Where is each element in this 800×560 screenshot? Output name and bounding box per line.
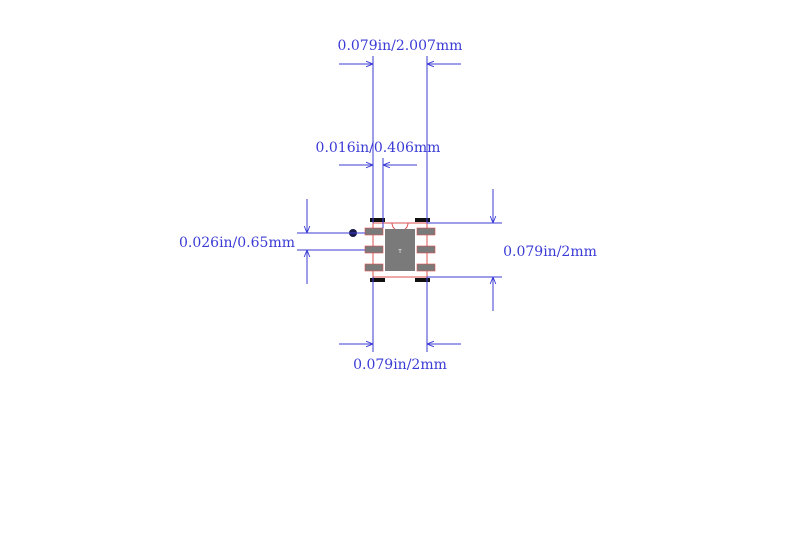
silk-bar-top-left (370, 218, 385, 222)
dim-height-label: 0.079in/2mm (503, 244, 597, 260)
silk-bar-top-right (415, 218, 430, 222)
dim-top-width-label: 0.079in/2.007mm (338, 38, 463, 54)
dimension-lines (297, 56, 502, 352)
package-footprint: T (349, 218, 436, 282)
silk-bar-bottom-right (415, 278, 430, 282)
pad-2 (364, 245, 384, 254)
pad-5 (416, 245, 436, 254)
dim-pitch-label: 0.026in/0.65mm (179, 235, 295, 251)
silk-bar-bottom-left (370, 278, 385, 282)
pad-4 (416, 263, 436, 272)
pad-3 (364, 263, 384, 272)
dim-pad-width-label: 0.016in/0.406mm (316, 140, 441, 156)
pad-6 (416, 227, 436, 236)
center-label: T (397, 249, 402, 255)
chip-body (385, 229, 415, 271)
pad-1 (364, 227, 384, 236)
dimension-labels: 0.079in/2.007mm 0.016in/0.406mm 0.026in/… (179, 38, 597, 373)
dim-bottom-width-label: 0.079in/2mm (353, 357, 447, 373)
